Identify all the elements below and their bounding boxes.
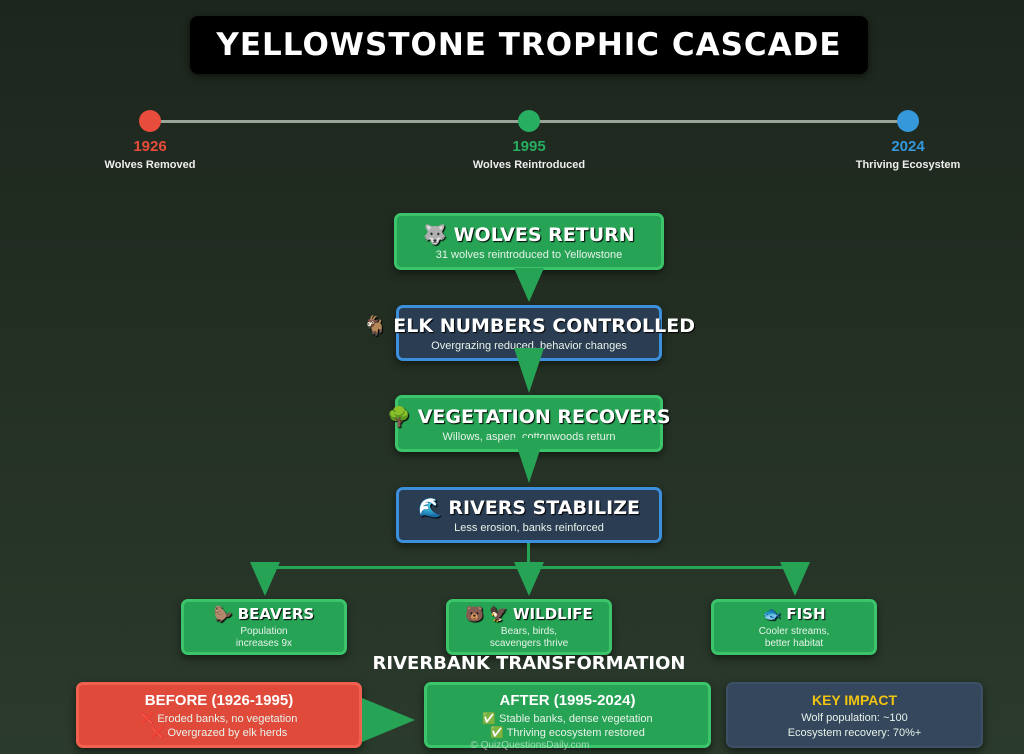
timeline-year: 1926 [133,138,167,155]
box-title: WILDLIFE [513,604,593,623]
impact-item: Ecosystem recovery: 70%+ [787,726,922,739]
impact-item: Wolf population: ~100 [801,711,908,724]
connector-line [527,543,530,568]
timeline-label: Thriving Ecosystem [855,159,961,171]
arrow-down [514,438,544,483]
timeline-label: Wolves Reintroduced [472,159,586,171]
box-title: AFTER (1995-2024) [499,691,636,709]
after-item: ✅ Stable banks, dense vegetation [482,712,653,725]
timeline-dot-1926 [139,110,161,132]
box-title: BEAVERS [237,604,315,623]
timeline-dot-1995 [518,110,540,132]
watermark: © QuizQuestionsDaily.com [470,740,590,751]
arrow-down [514,268,544,302]
timeline-dot-2024 [897,110,919,132]
arrow-right [362,698,415,742]
riverbank-heading: RIVERBANK TRANSFORMATION [372,653,686,674]
box-desc: Population increases 9x [235,625,293,649]
arrow-down [780,562,810,596]
arrow-down [514,348,544,393]
timeline-year: 2024 [891,138,925,155]
effect-box-beavers: 🦫 BEAVERS Population increases 9x [181,599,347,655]
beaver-icon: 🦫 [213,604,233,623]
effect-box-wildlife: 🐻 🦅 WILDLIFE Bears, birds, scavengers th… [446,599,612,655]
wolf-icon: 🐺 [423,223,447,246]
box-desc: Overgrazing reduced, behavior changes [431,340,627,352]
after-item: ✅ Thriving ecosystem restored [490,726,645,739]
box-desc: Less erosion, banks reinforced [454,522,604,534]
timeline-year: 1995 [512,138,546,155]
cascade-box-wolves: 🐺 WOLVES RETURN 31 wolves reintroduced t… [394,213,664,270]
before-item: ❌ Eroded banks, no vegetation [140,712,298,725]
arrow-down [250,562,280,596]
box-title: WOLVES RETURN [453,223,635,246]
tree-icon: 🌳 [387,405,412,428]
fish-icon: 🐟 [762,604,782,623]
box-desc: Bears, birds, scavengers thrive [489,625,569,649]
key-impact-box: KEY IMPACT Wolf population: ~100 Ecosyst… [726,682,983,748]
box-title: RIVERS STABILIZE [448,497,640,519]
arrow-down [514,562,544,596]
box-title: FISH [786,604,826,623]
before-box: BEFORE (1926-1995) ❌ Eroded banks, no ve… [76,682,362,748]
box-desc: 31 wolves reintroduced to Yellowstone [435,248,623,261]
after-box: AFTER (1995-2024) ✅ Stable banks, dense … [424,682,711,748]
box-title: VEGETATION RECOVERS [417,405,671,428]
cascade-box-rivers: 🌊 RIVERS STABILIZE Less erosion, banks r… [396,487,662,543]
wave-icon: 🌊 [418,497,442,519]
box-title: ELK NUMBERS CONTROLLED [393,315,696,337]
effect-box-fish: 🐟 FISH Cooler streams, better habitat [711,599,877,655]
bear-eagle-icon: 🐻 🦅 [465,604,508,623]
box-desc: Cooler streams, better habitat [758,625,830,649]
before-item: ❌ Overgrazed by elk herds [150,726,288,739]
box-desc: Willows, aspen, cottonwoods return [442,430,616,443]
page-title: YELLOWSTONE TROPHIC CASCADE [190,16,868,74]
box-title: BEFORE (1926-1995) [144,691,294,709]
box-title: KEY IMPACT [811,691,898,708]
timeline-label: Wolves Removed [104,159,196,171]
elk-icon: 🐐 [362,315,387,337]
